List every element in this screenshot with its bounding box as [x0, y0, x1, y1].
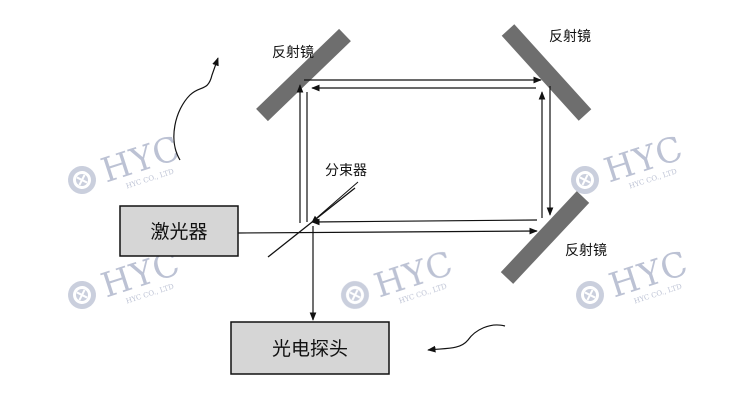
mirror-top-left: [256, 28, 351, 122]
mirror-label-top-left: 反射镜: [272, 45, 314, 61]
beam-inner-return: [311, 218, 538, 226]
detector-label: 光电探头: [272, 338, 348, 360]
beam-splitter-label: 分束器: [325, 163, 367, 179]
mirror-top-right: [501, 24, 592, 121]
squiggle-arrow-top-left: [173, 57, 219, 161]
mirror-label-bottom-right: 反射镜: [565, 243, 607, 259]
detector-box: 光电探头: [230, 321, 390, 375]
laser-beam: [237, 227, 538, 235]
squiggle-arrow-bottom: [427, 324, 506, 353]
beam-splitter-leader: [311, 181, 359, 223]
mirror-bottom-right: [500, 191, 590, 284]
laser-box: 激光器: [119, 205, 239, 257]
beam-paths: [237, 76, 554, 321]
watermark-1: HYC HYC CO., LTD: [63, 128, 185, 199]
watermark-4: HYC HYC CO., LTD: [566, 128, 688, 199]
watermark-3: HYC HYC CO., LTD: [336, 243, 458, 314]
beam-splitter: [267, 187, 356, 258]
laser-label: 激光器: [150, 221, 207, 243]
mirror-label-top-right: 反射镜: [549, 29, 591, 45]
